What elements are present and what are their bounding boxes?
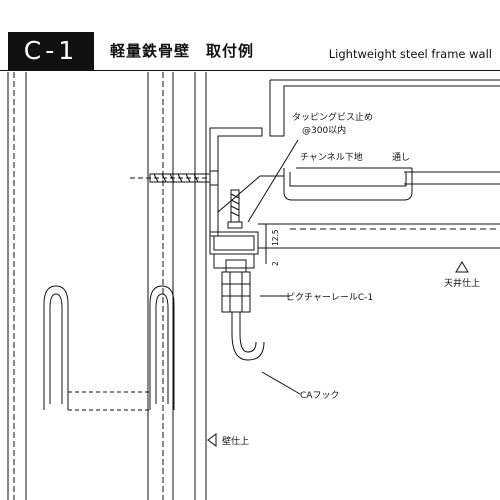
horizontal-screw-icon — [130, 170, 219, 186]
diagram-title: 軽量鉄骨壁 取付例 — [110, 42, 255, 60]
ca-hook-icon — [221, 271, 265, 361]
dimension-marks — [262, 224, 270, 264]
ca-hook-label: CAフック — [300, 390, 339, 401]
wall-finish-label: 壁仕上 — [222, 435, 249, 447]
tapping-screw-label: タッピングビス止め — [292, 111, 373, 123]
ceiling-finish-marker-icon — [455, 261, 469, 273]
header-rule — [0, 70, 500, 71]
wall-finish-marker-icon — [207, 433, 217, 447]
ceiling-structure — [209, 79, 500, 249]
installation-drawing: タッピングビス止め @300以内 チャンネル下地 通し 12.5 2 天井仕上 … — [7, 72, 500, 500]
picture-rail-label: ピクチャーレールC-1 — [286, 292, 373, 303]
channel-base-label: チャンネル下地 — [300, 151, 363, 163]
diagram-code-badge: C-1 — [8, 32, 94, 70]
tapping-screw-icon — [227, 189, 243, 229]
dimension-2-label: 2 — [271, 261, 280, 266]
dimension-12-5-label: 12.5 — [271, 229, 280, 246]
leader-lines — [247, 139, 412, 395]
tapping-screw-spacing-label: @300以内 — [302, 124, 346, 136]
picture-rail-icon — [209, 231, 259, 273]
wall-frame — [7, 72, 207, 500]
diagram-subtitle: Lightweight steel frame wall — [328, 47, 492, 61]
through-label: 通し — [392, 152, 410, 163]
diagram-header: C-1 軽量鉄骨壁 取付例 Lightweight steel frame wa… — [0, 32, 500, 72]
ceiling-finish-label: 天井仕上 — [444, 277, 480, 289]
